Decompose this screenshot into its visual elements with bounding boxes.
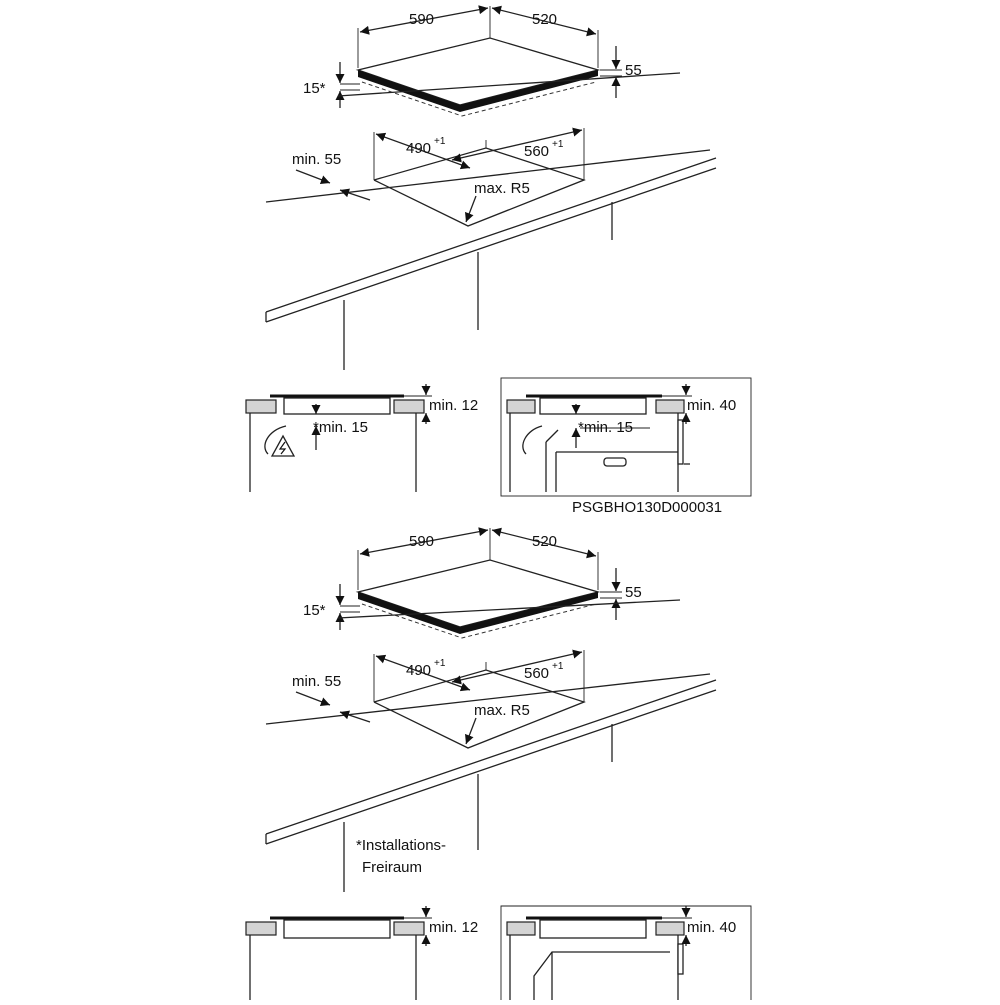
top-dim-cutout-width-tol: +1 [434,136,446,147]
electrical-hazard-icon [270,434,296,457]
bottom-left-gap: min. 12 [429,919,478,936]
top-dim-width: 590 [409,11,434,28]
drawing-code: PSGBHO130D000031 [572,499,722,516]
mid-left-space: *min. 15 [313,419,368,436]
top-dim-radius: max. R5 [474,180,530,197]
bottom-right-gap: min. 40 [687,919,736,936]
top-dim-clearance: 15* [303,80,326,97]
top-dim-cutout-depth-tol: +1 [552,139,564,150]
bottom-dim-cutout-width: 490 [406,662,431,679]
top-dim-height: 55 [625,62,642,79]
bottom-dim-edge: min. 55 [292,673,341,690]
installation-note-line1: *Installations- [356,837,446,854]
bottom-dim-width: 590 [409,533,434,550]
bottom-dim-radius: max. R5 [474,702,530,719]
installation-note-line2: Freiraum [362,859,422,876]
top-dim-cutout-depth: 560 [524,143,549,160]
top-dim-edge: min. 55 [292,151,341,168]
mid-right-space: *min. 15 [578,419,633,436]
bottom-dim-height: 55 [625,584,642,601]
top-hob-drawing [265,5,717,370]
top-dim-cutout-width: 490 [406,140,431,157]
mid-right-cross-section [500,377,752,497]
bottom-dim-cutout-depth-tol: +1 [552,661,564,672]
bottom-dim-cutout-width-tol: +1 [434,658,446,669]
bottom-left-cross-section [245,906,432,1000]
bottom-dim-depth: 520 [532,533,557,550]
top-dim-depth: 520 [532,11,557,28]
mid-left-cross-section [245,384,432,492]
bottom-dim-clearance: 15* [303,602,326,619]
mid-left-gap: min. 12 [429,397,478,414]
bottom-dim-cutout-depth: 560 [524,665,549,682]
bottom-right-cross-section [500,905,752,1000]
mid-right-gap: min. 40 [687,397,736,414]
bottom-hob-drawing [265,527,717,892]
